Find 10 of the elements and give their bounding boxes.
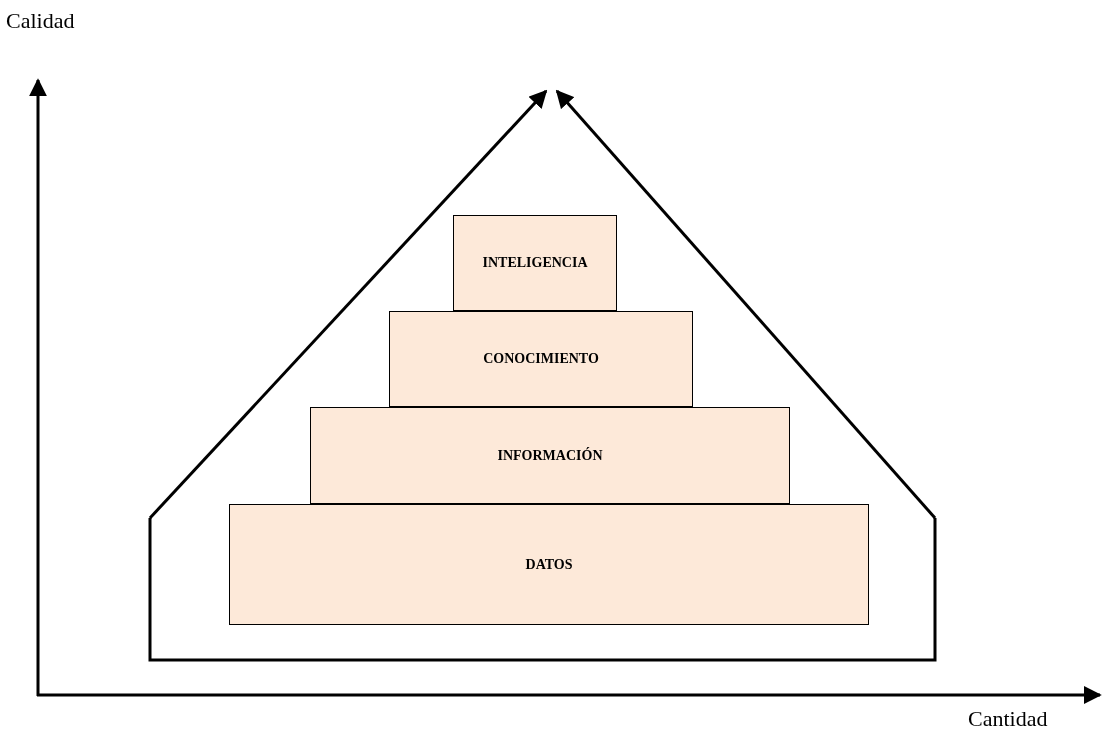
pyramid-level-box: [229, 504, 869, 625]
level-label: INFORMACIÓN: [497, 447, 603, 464]
pyramid-level-box: [310, 407, 790, 504]
level-label: DATOS: [525, 556, 573, 573]
axis-label: Calidad: [6, 8, 75, 34]
level-label: CONOCIMIENTO: [483, 351, 599, 367]
axis-label: Cantidad: [968, 706, 1048, 732]
pyramid-level-box: [389, 311, 693, 407]
level-label: INTELIGENCIA: [482, 255, 588, 271]
pyramid-level-box: [453, 215, 617, 311]
